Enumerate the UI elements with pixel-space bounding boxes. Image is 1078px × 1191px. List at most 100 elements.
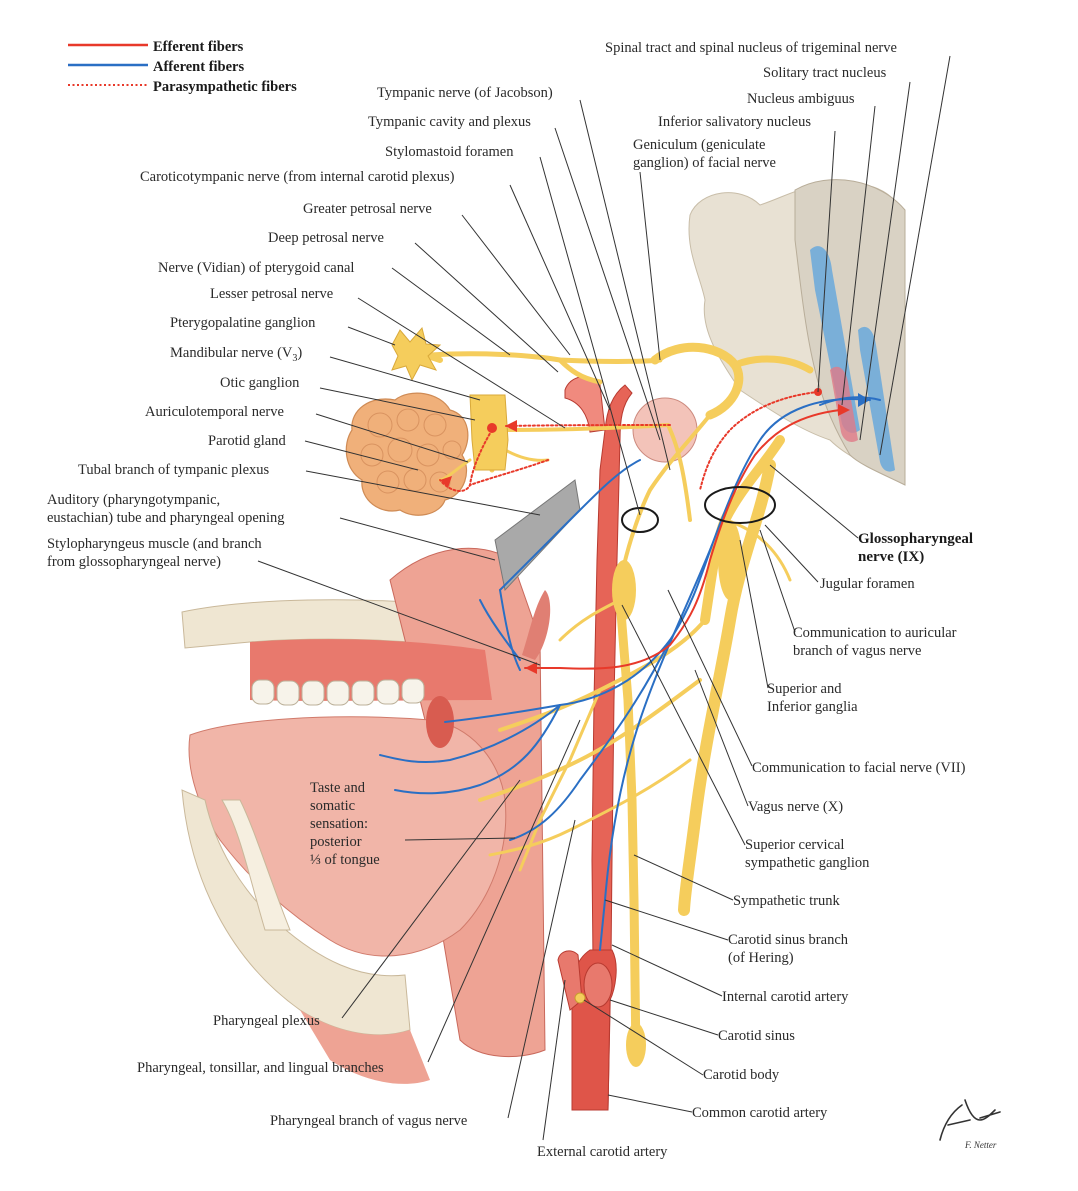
leader-vagus <box>694 669 749 807</box>
label-nucleus-ambiguus: Nucleus ambiguus <box>747 91 855 107</box>
leader-stylopharyngeus <box>257 560 541 666</box>
leader-greater-petrosal <box>461 214 571 356</box>
tongue <box>188 716 507 957</box>
label-internal-carotid: Internal carotid artery <box>722 989 849 1005</box>
labels: Spinal tract and spinal nucleus of trige… <box>47 40 973 1160</box>
label-comm-auricular-line2: branch of vagus nerve <box>793 643 921 659</box>
label-stylopharyngeus-line2: from glossopharyngeal nerve) <box>47 554 221 570</box>
label-auriculotemporal: Auriculotemporal nerve <box>145 404 284 420</box>
leader-internal-carotid <box>611 944 723 997</box>
leader-taste <box>404 837 516 841</box>
leader-geniculum <box>639 171 661 361</box>
label-stylopharyngeus-line1: Stylopharyngeus muscle (and branch <box>47 536 262 552</box>
leader-pharyngeal-branch-vagus <box>507 819 576 1119</box>
leader-deep-petrosal <box>414 242 559 373</box>
otic-ganglion <box>469 394 509 471</box>
label-sup-cervical-line2: sympathetic ganglion <box>745 855 870 871</box>
ganglia <box>391 326 509 471</box>
pharyngotympanic-tube <box>494 479 581 592</box>
label-tubal: Tubal branch of tympanic plexus <box>78 462 270 478</box>
label-jugular: Jugular foramen <box>820 576 915 592</box>
label-sup-inf-ganglia-line2: Inferior ganglia <box>767 699 858 715</box>
leader-carotid-body <box>583 999 704 1076</box>
label-pharyngeal-tonsillar: Pharyngeal, tonsillar, and lingual branc… <box>137 1060 384 1076</box>
upper-teeth <box>251 678 425 706</box>
label-pharyngeal-plexus: Pharyngeal plexus <box>213 1013 320 1029</box>
label-greater-petrosal: Greater petrosal nerve <box>303 201 432 217</box>
palatine-tonsil <box>426 696 454 748</box>
head-section <box>181 479 581 1084</box>
leader-tympanic-nerve <box>579 99 671 471</box>
jugular-foramen-ring <box>704 486 776 524</box>
leader-tympanic-cavity <box>554 127 661 441</box>
parotid-gland <box>345 392 469 516</box>
leader-comm-auricular <box>759 529 796 633</box>
hyoid-region <box>221 799 291 931</box>
label-caroticotympanic: Caroticotympanic nerve (from internal ca… <box>140 169 455 185</box>
label-taste-line1: Taste and <box>310 780 366 796</box>
label-taste-line5: ⅓ of tongue <box>310 852 380 868</box>
legend-parasympathetic-label: Parasympathetic fibers <box>153 79 297 95</box>
carotid-body-dot <box>574 992 586 1004</box>
afferent-fiber-paths <box>379 396 881 951</box>
label-spinal-tract: Spinal tract and spinal nucleus of trige… <box>605 40 897 56</box>
carotid-sinus-bulb <box>583 962 613 1008</box>
label-pterygopalatine: Pterygopalatine ganglion <box>170 315 316 331</box>
leader-spinal-tract <box>879 55 951 456</box>
label-carotid-sinus: Carotid sinus <box>718 1028 795 1044</box>
label-vidian: Nerve (Vidian) of pterygoid canal <box>158 260 354 276</box>
label-glossopharyngeal-line2: nerve (IX) <box>858 549 924 565</box>
label-carotid-body: Carotid body <box>703 1067 780 1083</box>
carotid-siphon <box>564 376 606 433</box>
leader-auriculotemporal <box>315 413 469 463</box>
leader-solitary-tract <box>859 81 911 441</box>
leader-vidian <box>391 267 511 356</box>
label-comm-facial: Communication to facial nerve (VII) <box>752 760 966 776</box>
label-taste-line4: posterior <box>310 834 362 850</box>
label-deep-petrosal: Deep petrosal nerve <box>268 230 384 246</box>
legend-efferent-label: Efferent fibers <box>153 39 244 55</box>
label-sup-inf-ganglia-line1: Superior and <box>767 681 842 697</box>
label-taste-line3: sensation: <box>310 816 368 832</box>
label-sup-cervical-line1: Superior cervical <box>745 837 844 853</box>
pterygopalatine-ganglion <box>391 326 442 382</box>
leader-pterygopalatine <box>347 326 396 346</box>
arrowheads <box>440 393 870 674</box>
yellow-nerves <box>392 342 814 1067</box>
label-lesser-petrosal: Lesser petrosal nerve <box>210 286 333 302</box>
leader-mandibular <box>329 356 481 401</box>
label-tympanic-cavity: Tympanic cavity and plexus <box>368 114 531 130</box>
label-solitary-tract: Solitary tract nucleus <box>763 65 887 81</box>
label-comm-auricular-line1: Communication to auricular <box>793 625 957 641</box>
label-parotid: Parotid gland <box>208 433 286 449</box>
neck-tissue <box>300 1010 430 1084</box>
label-auditory-line1: Auditory (pharyngotympanic, <box>47 492 220 508</box>
label-vagus: Vagus nerve (X) <box>748 799 843 815</box>
label-common-carotid: Common carotid artery <box>692 1105 828 1121</box>
leader-inferior-salivatory <box>817 130 836 393</box>
leader-jugular <box>764 524 819 583</box>
label-stylomastoid: Stylomastoid foramen <box>385 144 514 160</box>
leader-carotid-sinus <box>609 999 719 1036</box>
label-geniculum-line1: Geniculum (geniculate <box>633 137 765 153</box>
arteries <box>557 376 698 1111</box>
leader-sup-inf-ganglia <box>739 539 769 689</box>
leader-stylomastoid <box>539 156 641 516</box>
leader-lesser-petrosal <box>357 297 566 429</box>
leader-otic <box>319 387 476 421</box>
leader-nucleus-ambiguus <box>841 105 876 406</box>
legend-afferent-label: Afferent fibers <box>153 59 244 75</box>
leader-glossopharyngeal <box>769 464 859 539</box>
label-auditory-line2: eustachian) tube and pharyngeal opening <box>47 510 285 526</box>
leader-common-carotid <box>607 1094 693 1113</box>
leader-tubal <box>305 470 541 516</box>
leader-auditory <box>339 517 496 561</box>
label-sympathetic-trunk: Sympathetic trunk <box>733 893 840 909</box>
label-mandibular: Mandibular nerve (V3) <box>170 345 302 364</box>
label-carotid-sinus-branch-line2: (of Hering) <box>728 950 794 966</box>
label-glossopharyngeal-line1: Glossopharyngeal <box>858 531 973 547</box>
leader-carotid-sinus-branch <box>604 899 729 941</box>
stylomastoid-ring <box>621 507 659 533</box>
